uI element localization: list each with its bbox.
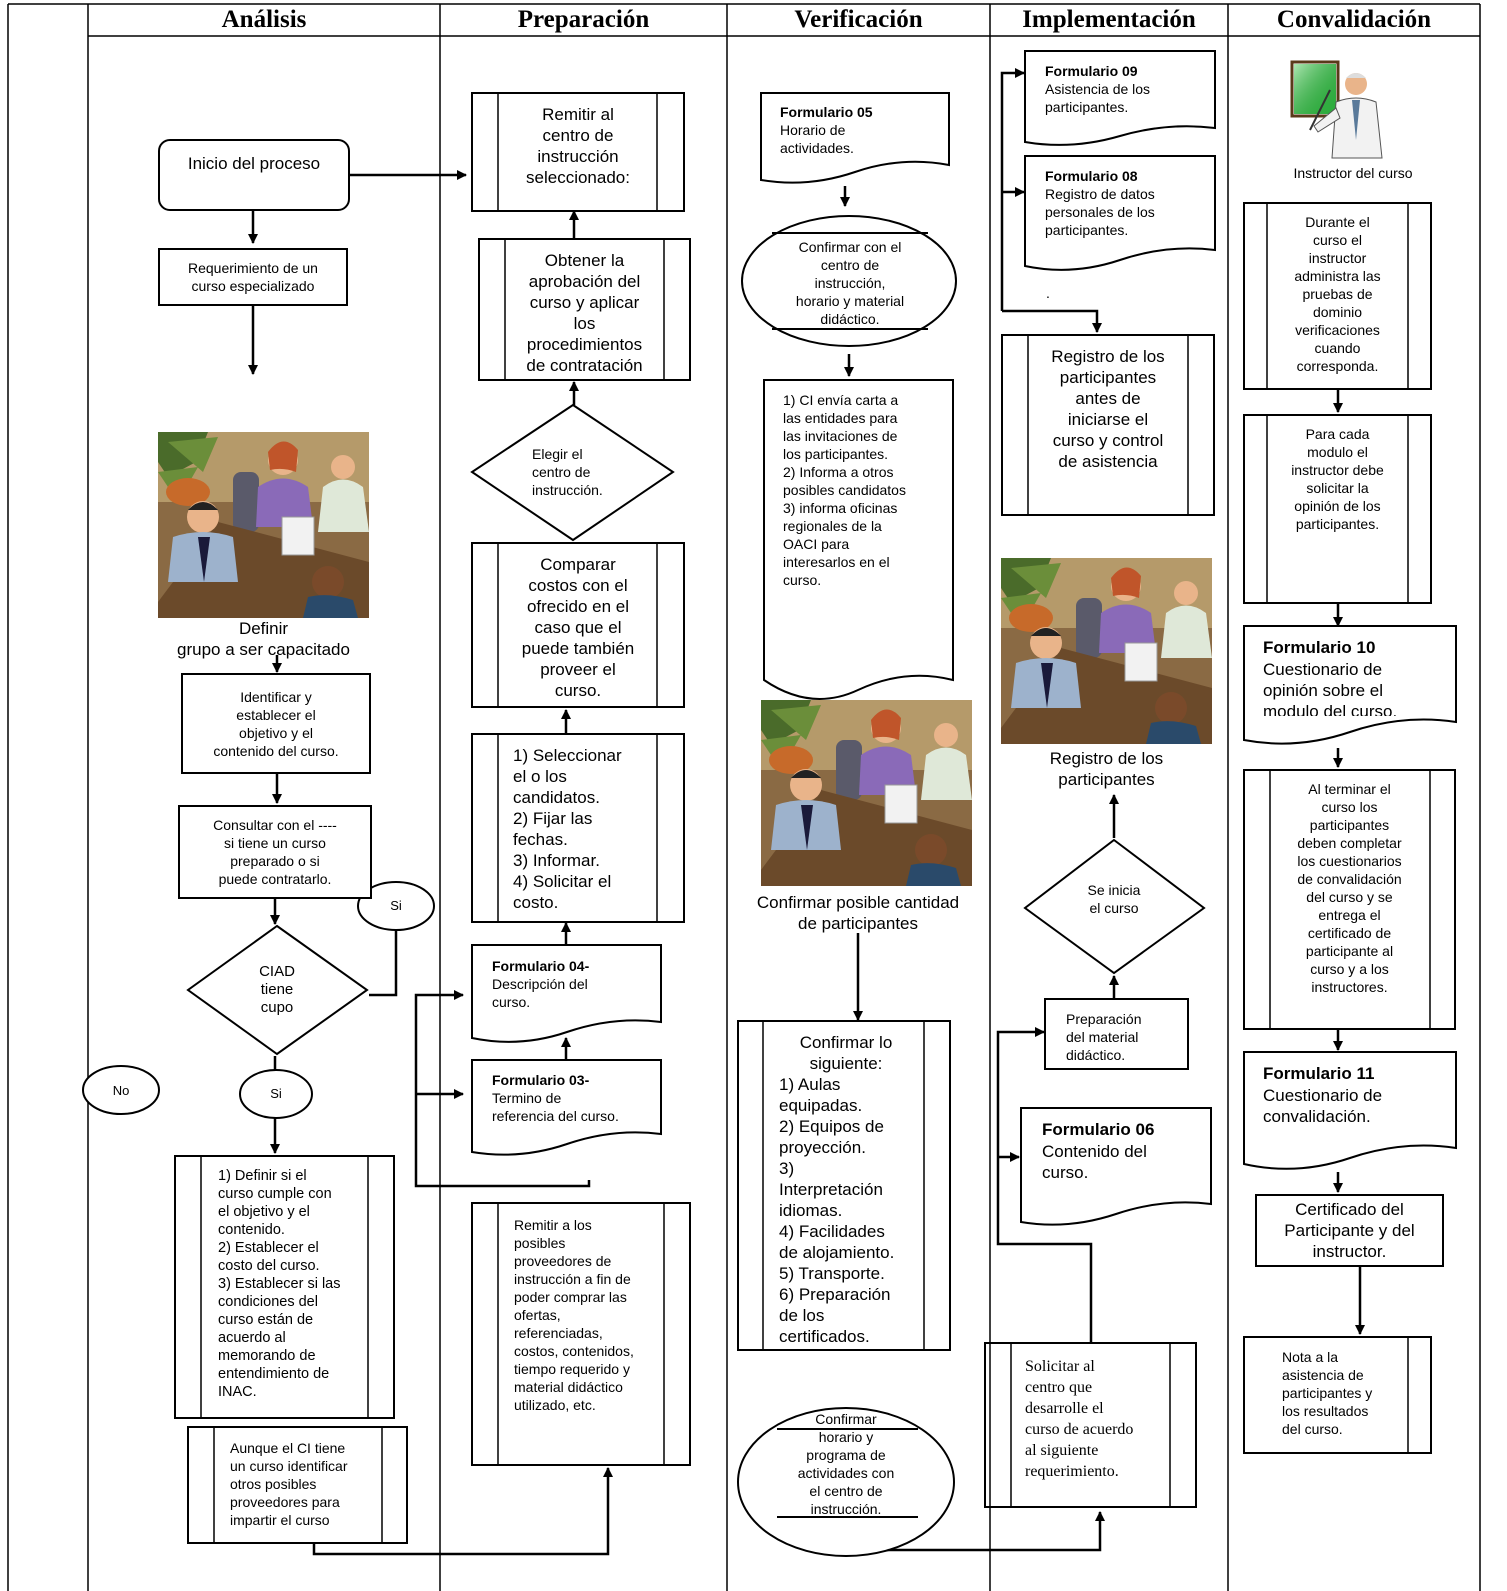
f09-body: Asistencia de los participantes. — [1045, 81, 1151, 115]
connector-no-label: No — [112, 1083, 130, 1098]
meeting-clipart-icon — [761, 700, 972, 886]
durante-label: Durante el curso el instructor administr… — [1294, 214, 1381, 374]
confirmar-centro-label: Confirmar con el centro de instrucción, … — [795, 239, 905, 326]
nota-box: Nota a la asistencia de participantes y … — [1243, 1336, 1432, 1454]
start-node-label: Inicio del proceso — [187, 154, 321, 173]
confirmar-lo-title: Confirmar lo siguiente: — [799, 1033, 893, 1073]
comparar-label: Comparar costos con el ofrecido en el ca… — [521, 555, 635, 700]
durante-box: Durante el curso el instructor administr… — [1243, 202, 1432, 390]
f06-body: Contenido del curso. — [1042, 1142, 1147, 1182]
requerimiento-label: Requerimiento de un curso especializado — [188, 260, 318, 294]
comparar-box: Comparar costos con el ofrecido en el ca… — [471, 542, 685, 708]
confirmar-lo-box: Confirmar lo siguiente: 1) Aulas equipad… — [737, 1020, 951, 1351]
f11-title: Formulario 11 — [1263, 1064, 1375, 1083]
registro-caption: Registro de los participantes — [1049, 749, 1164, 789]
registro-antes-label: Registro de los participantes antes de i… — [1051, 347, 1165, 471]
al-terminar-label: Al terminar el curso los participantes d… — [1297, 781, 1402, 995]
decision-elegir-label: Elegir el centro de instrucción. — [532, 446, 603, 498]
preparacion-material-label: Preparación del material didáctico. — [1066, 1011, 1142, 1062]
remitir-proveedores-box: Remitir a los posibles proveedores de in… — [471, 1202, 691, 1466]
f06-title: Formulario 06 — [1042, 1120, 1155, 1139]
f04-body: Descripción del curso. — [492, 976, 588, 1010]
f09-title: Formulario 09 — [1045, 63, 1138, 79]
header-implementacion: Implementación — [1022, 6, 1196, 33]
instructor-caption: Instructor del curso — [1293, 165, 1413, 181]
f11-body: Cuestionario de convalidación. — [1263, 1086, 1383, 1126]
remitir-proveedores-label: Remitir a los posibles proveedores de in… — [514, 1217, 634, 1413]
remitir-centro-label: Remitir al centro de instrucción selecci… — [526, 105, 630, 187]
f03-title: Formulario 03- — [492, 1072, 590, 1088]
connector-si-top-label: Si — [390, 898, 402, 913]
ci-envia-label: 1) CI envía carta a las entidades para l… — [783, 392, 906, 588]
f05-body: Horario de actividades. — [780, 122, 854, 156]
header-analisis: Análisis — [221, 6, 307, 33]
definir-list-box: 1) Definir si el curso cumple con el obj… — [174, 1155, 395, 1419]
confirmar-caption: Confirmar posible cantidad de participan… — [756, 893, 960, 933]
instructor-clipart-icon — [1290, 60, 1383, 159]
nota-label: Nota a la asistencia de participantes y … — [1282, 1349, 1373, 1437]
requerimiento-box: Requerimiento de un curso especializado — [158, 248, 348, 306]
consultar-box: Consultar con el ---- si tiene un curso … — [178, 805, 372, 899]
identificar-box: Identificar y establecer el objetivo y e… — [181, 673, 371, 774]
definir-list-label: 1) Definir si el curso cumple con el obj… — [218, 1168, 341, 1400]
f03-body: Termino de referencia del curso. — [492, 1090, 619, 1124]
solicitar-label: Solicitar al centro que desarrolle el cu… — [1025, 1358, 1134, 1480]
solicitar-box: Solicitar al centro que desarrolle el cu… — [984, 1342, 1197, 1508]
meeting-clipart-icon — [158, 432, 369, 618]
f10-title: Formulario 10 — [1263, 638, 1376, 657]
al-terminar-box: Al terminar el curso los participantes d… — [1243, 769, 1456, 1030]
certificado-label: Certificado del Participante y del instr… — [1284, 1200, 1415, 1261]
certificado-box: Certificado del Participante y del instr… — [1255, 1194, 1444, 1267]
f08-body: Registro de datos personales de los part… — [1045, 186, 1155, 238]
remitir-centro-box: Remitir al centro de instrucción selecci… — [471, 92, 685, 212]
seleccionar-label: 1) Seleccionar el o los candidatos. 2) F… — [513, 746, 622, 912]
f04-title: Formulario 04- — [492, 958, 590, 974]
aunque-box: Aunque el CI tiene un curso identificar … — [187, 1426, 408, 1544]
dot-mark: . — [1046, 285, 1050, 301]
identificar-label: Identificar y establecer el objetivo y e… — [213, 688, 339, 759]
aunque-label: Aunque el CI tiene un curso identificar … — [230, 1440, 348, 1528]
para-cada-label: Para cada modulo el instructor debe soli… — [1291, 426, 1384, 532]
f08-title: Formulario 08 — [1045, 168, 1138, 184]
start-node: Inicio del proceso — [158, 139, 350, 211]
f05-title: Formulario 05 — [780, 104, 873, 120]
connector-si-bottom-label: Si — [270, 1086, 282, 1101]
header-convalidacion: Convalidación — [1276, 6, 1432, 33]
decision-se-inicia-label: Se inicia el curso — [1087, 882, 1141, 916]
decision-ciad-label: CIAD tiene cupo — [259, 963, 295, 1016]
confirmar-lo-list: 1) Aulas equipadas. 2) Equipos de proyec… — [779, 1075, 895, 1342]
confirmar-horario-label: Confirmar horario y programa de activida… — [797, 1411, 895, 1514]
header-preparacion: Preparación — [517, 6, 650, 33]
meeting-clipart-icon — [1001, 558, 1212, 744]
obtener-label: Obtener la aprobación del curso y aplica… — [526, 251, 643, 375]
para-cada-box: Para cada modulo el instructor debe soli… — [1243, 414, 1432, 604]
header-verificacion: Verificación — [794, 6, 923, 33]
obtener-box: Obtener la aprobación del curso y aplica… — [478, 238, 691, 381]
preparacion-material-box: Preparación del material didáctico. — [1044, 998, 1189, 1070]
definir-caption: Definir grupo a ser capacitado — [177, 619, 350, 659]
registro-antes-box: Registro de los participantes antes de i… — [1001, 334, 1215, 516]
seleccionar-box: 1) Seleccionar el o los candidatos. 2) F… — [471, 733, 685, 923]
f10-body: Cuestionario de opinión sobre el modulo … — [1263, 660, 1398, 716]
consultar-label: Consultar con el ---- si tiene un curso … — [213, 817, 337, 887]
